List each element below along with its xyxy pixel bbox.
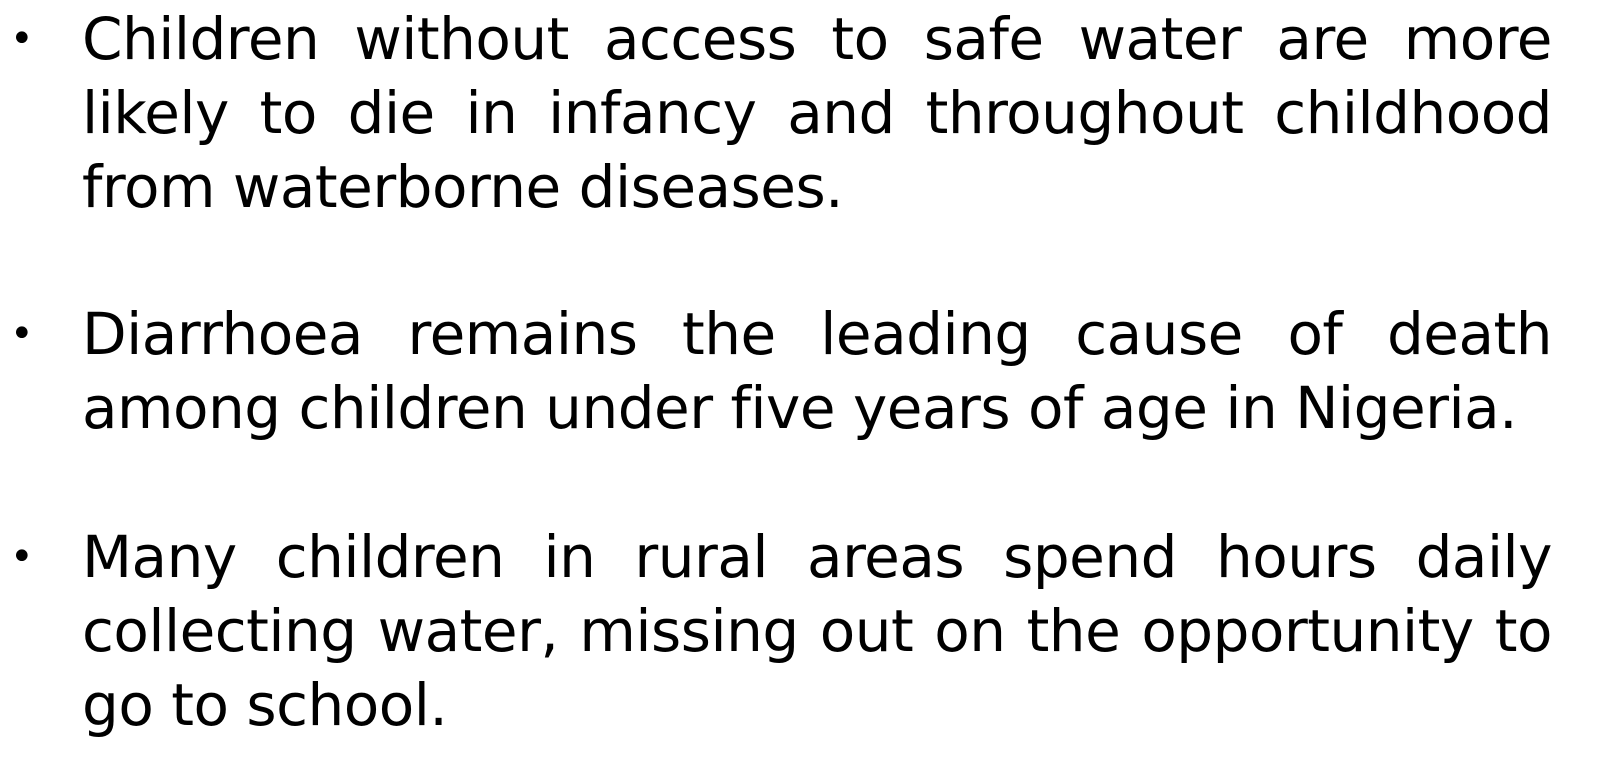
bullet-marker: • bbox=[10, 534, 34, 580]
bullet-marker: • bbox=[10, 311, 34, 357]
bullet-text: Children without access to safe water ar… bbox=[82, 5, 1553, 221]
bullet-text: Diarrhoea remains the leading cause of d… bbox=[82, 300, 1553, 442]
bullet-text: Many children in rural areas spend hours… bbox=[82, 523, 1553, 739]
bullet-marker: • bbox=[10, 16, 34, 62]
